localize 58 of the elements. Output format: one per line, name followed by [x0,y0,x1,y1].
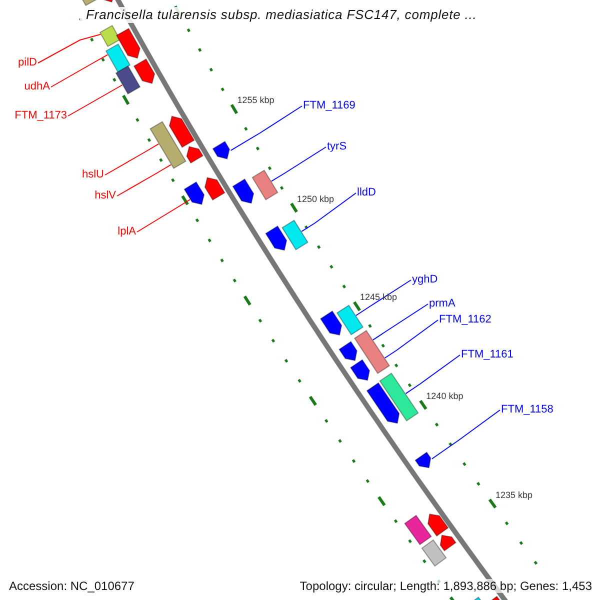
pointed-gene-block [184,181,205,205]
pointed-gene-block [232,178,254,204]
accession-text: Accession: NC_010677 [9,579,134,593]
leader-line [372,304,428,340]
leader-line [431,410,500,460]
gene-label: FTM_1162 [439,314,492,326]
leader-line [405,354,460,394]
gene-label: FTM_1169 [303,100,356,112]
gene-label: yghD [412,274,438,286]
gene-label: pilD [18,56,37,70]
scale-label: 1245 kbp [360,292,398,302]
leader-line [50,54,108,88]
pointed-gene-block [366,382,400,424]
leader-line [271,146,326,182]
gene-label: tyrS [327,140,347,154]
gene-block [99,24,121,48]
pointed-gene-block [265,225,288,251]
leader-line [104,143,160,176]
gene-label: lplA [118,226,136,238]
leader-line [136,199,190,232]
gene-label: FTM_1173 [14,110,67,122]
pointed-gene-block [212,140,230,160]
scale-label: 1240 kbp [426,390,464,401]
pointed-gene-block [116,28,141,59]
gene-label: prmA [429,298,456,310]
leader-line [301,192,356,232]
scale-label: 1235 kbp [496,490,533,500]
leader-line [38,34,101,64]
leader-line [230,106,302,151]
gene-label: FTM_1161 [461,348,514,362]
gene-block [336,304,364,336]
gene-block [282,220,308,250]
pointed-gene-block [338,340,358,362]
pointed-gene-block [414,452,432,468]
scale-label: 1255 kbp [237,95,274,106]
leader-line [384,320,438,358]
leader-line [68,84,123,116]
pointed-gene-block [427,514,449,537]
pointed-gene-block [204,177,226,201]
gene-block [404,514,432,546]
leader-line [356,280,412,316]
gene-block [105,43,131,73]
gene-block [379,372,419,422]
gene-block [421,539,447,567]
genome-info-text: Topology: circular; Length: 1,893,886 bp; Genes: 1,453 [300,579,592,593]
pointed-gene-block [133,58,156,84]
pointed-gene-block [186,146,204,164]
gene-block [354,330,390,374]
pointed-gene-block [168,116,195,148]
pointed-gene-block [320,310,342,336]
gene-block [115,65,141,95]
scale-label: 1250 kbp [297,194,334,204]
gene-label: FTM_1158 [501,404,554,416]
leader-line [116,164,172,196]
gene-block [252,170,278,200]
gene-block [150,121,186,169]
pointed-gene-block [440,534,456,552]
pointed-gene-block [350,359,370,381]
